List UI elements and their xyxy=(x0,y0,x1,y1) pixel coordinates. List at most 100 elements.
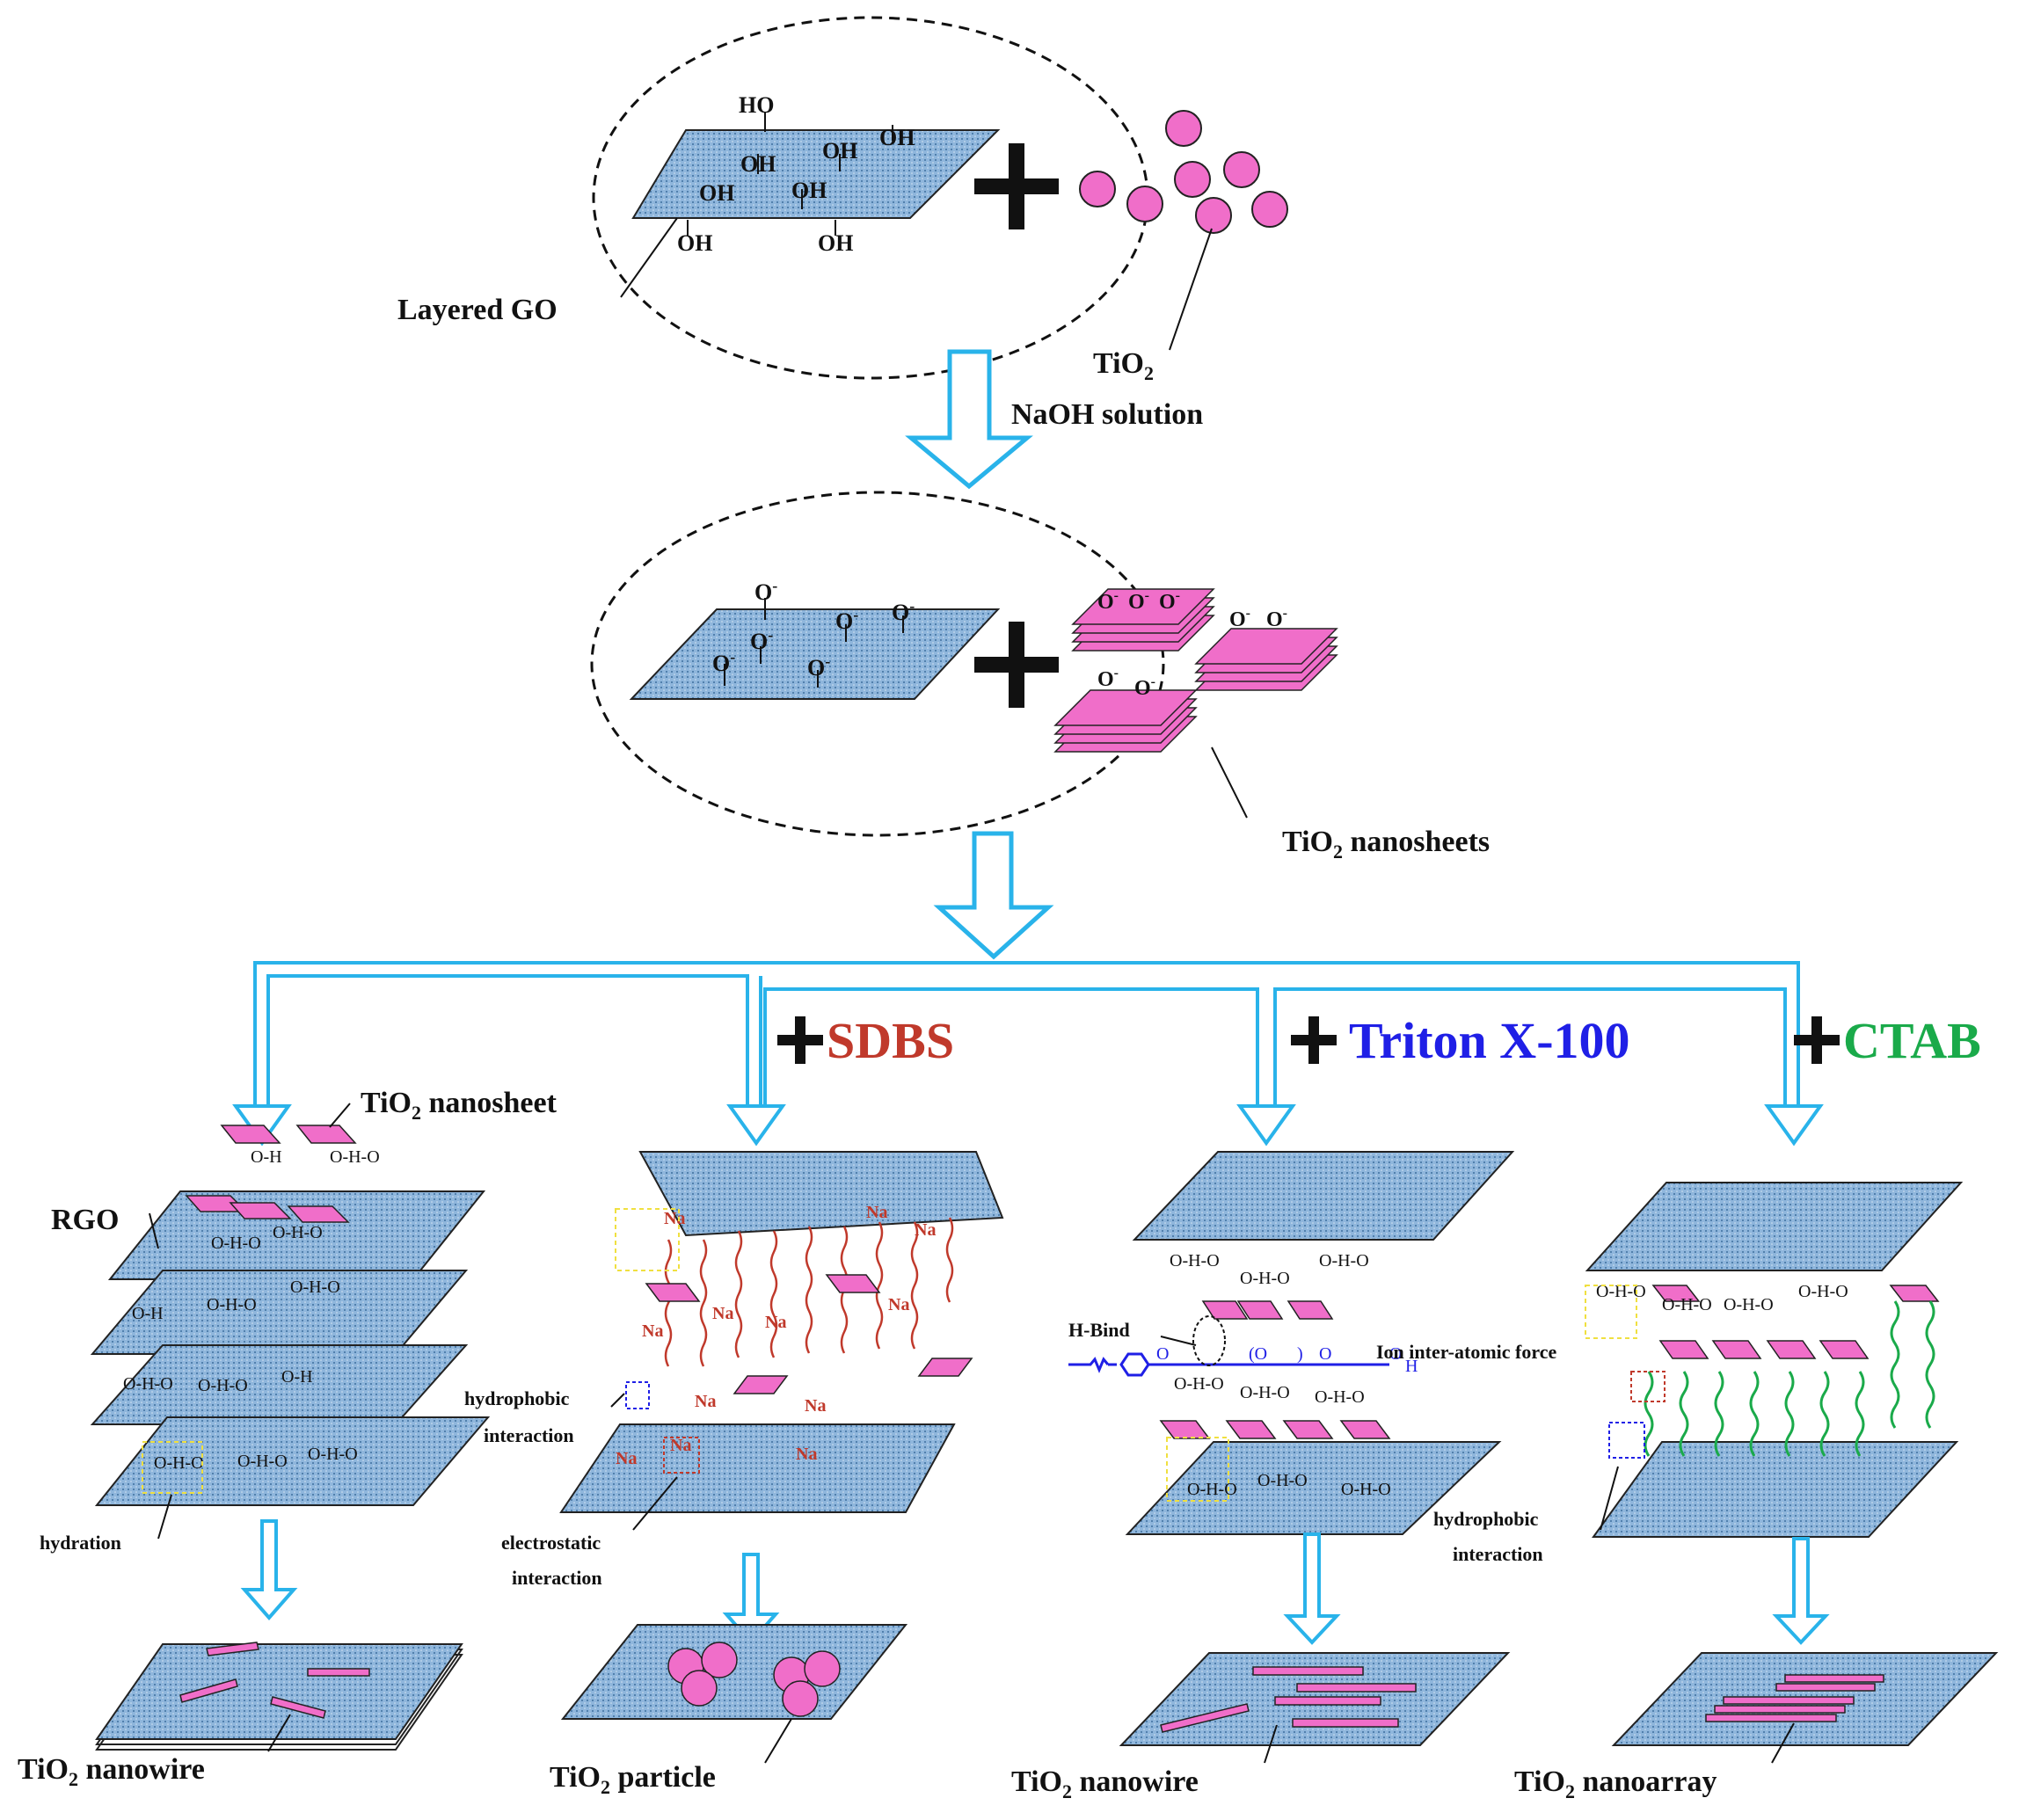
svg-text:O: O xyxy=(1156,1344,1169,1364)
svg-text:O-H-O: O-H-O xyxy=(1240,1269,1290,1288)
svg-text:O-: O- xyxy=(1128,588,1149,614)
svg-text:O-H: O-H xyxy=(281,1367,313,1387)
o-minus-label: O- xyxy=(750,626,773,654)
svg-text:Na: Na xyxy=(616,1449,637,1468)
o-minus-label: O- xyxy=(712,648,735,676)
svg-text:O-H-O: O-H-O xyxy=(308,1445,358,1464)
svg-text:O-H-O: O-H-O xyxy=(211,1234,261,1253)
interaction-label: interaction xyxy=(1453,1543,1543,1565)
o-minus-label: O- xyxy=(835,606,858,634)
svg-text:Na: Na xyxy=(796,1445,817,1464)
go-sheet-deprotonated xyxy=(629,608,1001,700)
svg-text:Na: Na xyxy=(695,1392,716,1411)
plus-icon xyxy=(1794,1016,1840,1064)
rgo-label: RGO xyxy=(51,1204,119,1236)
svg-text:O-H-O: O-H-O xyxy=(1240,1383,1290,1402)
product-1-nanowire xyxy=(95,1642,463,1751)
svg-text:O-: O- xyxy=(1097,666,1119,691)
surfactant-ctab: CTAB xyxy=(1794,1012,1981,1069)
svg-text:O-: O- xyxy=(1266,606,1287,631)
svg-text:Na: Na xyxy=(915,1220,936,1240)
svg-text:O-: O- xyxy=(1134,674,1155,700)
svg-text:O-H-O: O-H-O xyxy=(237,1452,288,1471)
branch-3-triton: O-H-O O-H-O O-H-O O-H-O O-H-O O-H-O O-H-O O-H… xyxy=(1068,1151,1515,1535)
plus-icon xyxy=(974,143,1059,229)
product-4-nanoarray xyxy=(1611,1652,1999,1746)
product-label: TiO2 nanowire xyxy=(18,1753,205,1790)
svg-text:O-H-O: O-H-O xyxy=(290,1278,340,1297)
hydrophobic-label: hydrophobic xyxy=(1433,1508,1539,1530)
oh-label: OH xyxy=(822,138,857,164)
svg-text:Na: Na xyxy=(805,1396,826,1416)
plus-icon xyxy=(974,622,1059,708)
surfactant-triton: Triton X-100 xyxy=(1291,1012,1630,1069)
svg-text:O-H-O: O-H-O xyxy=(1662,1295,1712,1314)
svg-text:Na: Na xyxy=(866,1203,887,1222)
svg-text:O-H-O: O-H-O xyxy=(1170,1251,1220,1270)
svg-text:O-H-O: O-H-O xyxy=(198,1376,248,1395)
branch-1-rgo-stack: O-H O-H-O O-H-O O-H-O O-H O-H-O O-H-O O-H-O O… xyxy=(90,1125,491,1506)
product-3-nanowire xyxy=(1119,1652,1511,1746)
svg-text:O-: O- xyxy=(1229,606,1250,631)
tio2-label: TiO2 xyxy=(1093,347,1154,384)
svg-text:O-H-O: O-H-O xyxy=(1187,1480,1237,1499)
svg-text:O-H-O: O-H-O xyxy=(1341,1480,1391,1499)
tio2-nanosheets-label: TiO2 nanosheets xyxy=(1282,826,1490,863)
sdbs-label: SDBS xyxy=(827,1012,954,1069)
branch-2-sdbs: Na Na Na Na Na Na Na Na Na Na Na Na xyxy=(559,1151,1004,1513)
oh-groups: HO OH OH OH OH OH OH OH xyxy=(677,92,915,256)
o-minus-labels: O- O- O- O- O- O- xyxy=(712,577,915,681)
layered-go-sheet xyxy=(631,129,1001,219)
svg-text:Na: Na xyxy=(765,1313,786,1332)
branch-connectors xyxy=(253,961,1800,1106)
svg-text:O-: O- xyxy=(1097,588,1119,614)
h-bind-label: H-Bind xyxy=(1068,1319,1130,1341)
svg-text:(O: (O xyxy=(1249,1344,1267,1364)
oh-label: HO xyxy=(739,92,774,118)
hydration-label: hydration xyxy=(40,1532,121,1554)
tio2-particles xyxy=(1079,110,1288,234)
svg-text:Na: Na xyxy=(642,1321,663,1341)
o-minus-label: O- xyxy=(807,652,830,681)
electrostatic-label: electrostatic xyxy=(501,1532,601,1554)
middle-stage: O- O- O- O- O- O- xyxy=(590,491,1490,863)
layered-go-label: Layered GO xyxy=(397,294,558,326)
ctab-chains xyxy=(1644,1300,1935,1457)
oh-label: OH xyxy=(699,180,734,206)
plus-icon xyxy=(1291,1016,1337,1064)
o-minus-on-nanosheets: O- O- O- O- O- O- O- xyxy=(1097,588,1287,700)
hydrophobic-label: hydrophobic xyxy=(464,1387,570,1409)
branch-arrowheads xyxy=(232,1104,1824,1147)
ctab-label: CTAB xyxy=(1843,1012,1981,1069)
arrow-down-icon xyxy=(933,831,1054,960)
svg-text:O-: O- xyxy=(1159,588,1180,614)
product-label: TiO2 nanoarray xyxy=(1514,1765,1717,1802)
svg-text:O-H-O: O-H-O xyxy=(1596,1282,1646,1301)
product-label: TiO2 nanowire xyxy=(1011,1765,1199,1802)
plus-icon xyxy=(777,1016,823,1064)
oh-label: OH xyxy=(740,151,776,177)
svg-text:Na: Na xyxy=(712,1304,733,1323)
svg-text:O-H-O: O-H-O xyxy=(1174,1374,1224,1394)
top-stage: HO OH OH OH OH OH OH OH xyxy=(397,16,1288,384)
svg-text:): ) xyxy=(1297,1344,1303,1364)
svg-text:O-H-O: O-H-O xyxy=(1257,1471,1308,1490)
svg-text:O-H: O-H xyxy=(132,1304,164,1323)
svg-text:O-H-O: O-H-O xyxy=(207,1295,257,1314)
svg-text:O-H-O: O-H-O xyxy=(1319,1251,1369,1270)
tio2-nanosheet-stack xyxy=(1194,628,1338,691)
svg-text:O: O xyxy=(1389,1344,1402,1364)
tio2-nanosheet-stack xyxy=(1071,588,1215,652)
svg-text:O-H-O: O-H-O xyxy=(154,1453,204,1473)
oh-label: OH xyxy=(791,178,827,203)
hydrogen-bond-labels: O-H O-H-O O-H-O O-H-O O-H O-H-O O-H-O O-H-O O… xyxy=(123,1147,380,1473)
o-minus-label: O- xyxy=(754,577,777,605)
svg-text:O-H: O-H xyxy=(251,1147,282,1167)
svg-text:O-H-O: O-H-O xyxy=(1315,1387,1365,1407)
o-minus-groups xyxy=(724,598,904,688)
tio2-nanosheet-label: TiO2 nanosheet xyxy=(361,1087,558,1124)
lower-arrows xyxy=(240,1519,1830,1646)
svg-text:O-H-O: O-H-O xyxy=(273,1223,323,1242)
